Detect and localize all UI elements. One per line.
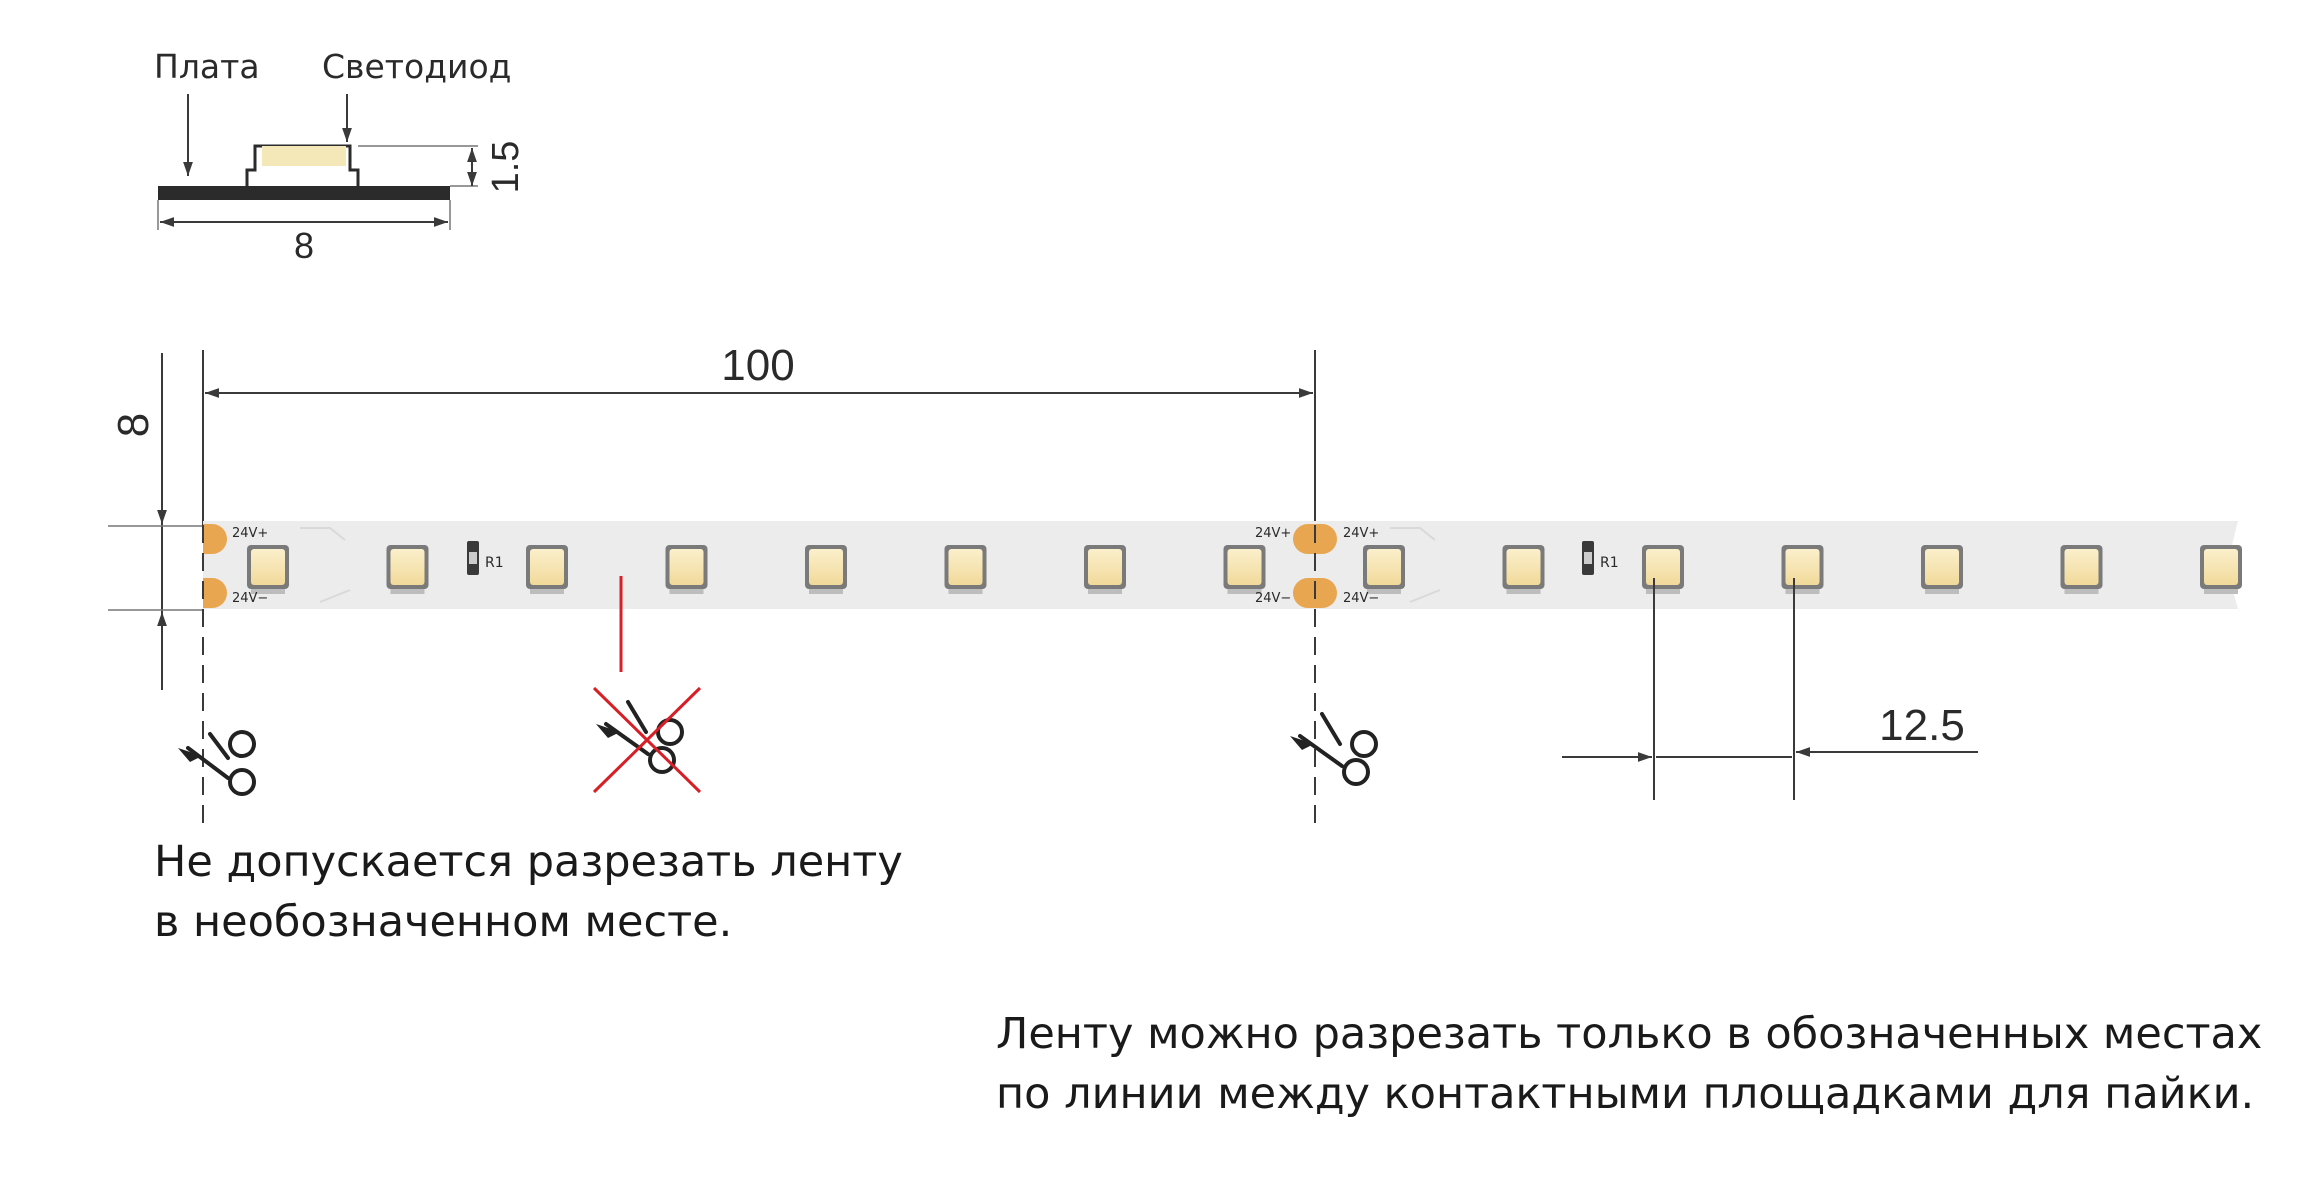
forbidden-cross-icon bbox=[592, 686, 702, 794]
led-strip: R1 R1 24V+ 24V− 24V+ 24V+ 24V− 24V− bbox=[203, 521, 2242, 609]
led-chip-profile bbox=[262, 146, 346, 166]
led-chip bbox=[1223, 545, 1266, 594]
pad-plus-label: 24V+ bbox=[1343, 526, 1379, 541]
led-chip bbox=[944, 545, 987, 594]
note-line: в необозначенном месте. bbox=[154, 897, 733, 947]
note-line: Ленту можно разрезать только в обозначен… bbox=[996, 1009, 2263, 1059]
led-chip bbox=[1363, 545, 1405, 594]
pad-plus-label: 24V+ bbox=[1255, 526, 1291, 541]
led-pitch-dimension: 12.5 bbox=[1562, 578, 1978, 800]
led-label: Светодиод bbox=[322, 47, 511, 86]
pad-plus-label: 24V+ bbox=[232, 526, 268, 541]
board-profile bbox=[158, 186, 450, 200]
profile-section: Плата Светодиод 1.5 8 bbox=[154, 47, 527, 266]
led-chip bbox=[1642, 545, 1684, 594]
led-chip bbox=[1781, 545, 1824, 594]
resistor-group: R1 bbox=[467, 541, 504, 575]
profile-height-value: 1.5 bbox=[485, 141, 527, 194]
pad-minus-label: 24V− bbox=[232, 591, 268, 606]
led-chip bbox=[526, 545, 568, 594]
led-chip bbox=[247, 545, 289, 594]
pad-minus-label: 24V− bbox=[1343, 591, 1379, 606]
solder-pads-left: 24V+ 24V− bbox=[203, 524, 268, 608]
pad-minus-label: 24V− bbox=[1255, 591, 1291, 606]
led-chip bbox=[2060, 545, 2103, 594]
board-label: Плата bbox=[154, 47, 260, 86]
led-chip bbox=[1921, 545, 1963, 594]
led-pitch-value: 12.5 bbox=[1879, 701, 1965, 750]
strip-dimensions: 8 100 bbox=[108, 341, 1316, 690]
note-line: Не допускается разрезать ленту bbox=[154, 837, 903, 887]
profile-width-value: 8 bbox=[294, 225, 314, 266]
note-line: по линии между контактными площадками дл… bbox=[996, 1069, 2255, 1119]
cut-lines bbox=[202, 525, 1316, 830]
led-chip bbox=[805, 545, 847, 594]
strip-width-value: 8 bbox=[109, 413, 158, 437]
resistor-label: R1 bbox=[1600, 555, 1619, 571]
scissors-icon bbox=[1290, 712, 1378, 786]
forbidden-cut-note: Не допускается разрезать ленту в необозн… bbox=[154, 832, 903, 952]
led-row bbox=[247, 545, 2242, 594]
forbidden-scissors-icon bbox=[596, 700, 684, 774]
segment-length-value: 100 bbox=[721, 341, 794, 390]
led-chip bbox=[1502, 545, 1545, 594]
allowed-cut-note: Ленту можно разрезать только в обозначен… bbox=[996, 1004, 2262, 1124]
scissors-icon bbox=[178, 730, 256, 796]
led-chip bbox=[1084, 545, 1126, 594]
led-chip bbox=[2200, 545, 2242, 594]
resistor-group: R1 bbox=[1582, 541, 1619, 575]
led-chip bbox=[386, 545, 429, 594]
solder-pad bbox=[203, 578, 227, 608]
solder-pad bbox=[203, 524, 227, 554]
led-chip bbox=[665, 545, 708, 594]
resistor-label: R1 bbox=[485, 555, 504, 571]
